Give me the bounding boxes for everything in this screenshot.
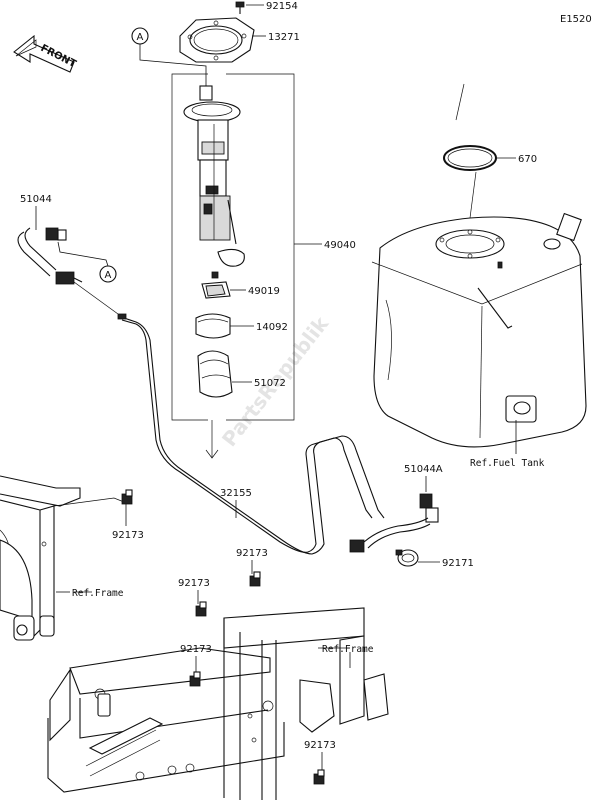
bolt-icon [235,1,245,14]
clip-icon [313,769,325,785]
pump-bracket [195,313,231,339]
pump-filter [201,271,231,299]
part-label-51072: 51072 [254,378,286,389]
clip-icon [249,571,261,587]
part-label-92173-e: 92173 [304,740,336,751]
clip-icon [189,671,201,687]
callout-a-left-label: A [105,270,112,281]
clip-icon [121,489,133,505]
part-label-92173-d: 92173 [180,644,212,655]
part-label-92173-c: 92173 [178,578,210,589]
part-label-92173-b: 92173 [236,548,268,559]
o-ring [443,145,497,171]
front-arrow-icon: FRONT [13,34,78,73]
gasket-plate [179,17,255,63]
callout-a-top-label: A [137,32,144,43]
fuel-pipe [73,281,385,555]
part-label-14092: 14092 [256,322,288,333]
part-label-49040: 49040 [324,240,356,251]
frame-bottom [47,607,389,800]
part-label-670: 670 [518,154,537,165]
part-label-49019: 49019 [248,286,280,297]
fuel-tank [371,212,587,448]
ref-label-frame-left: Ref.Frame [72,588,124,599]
part-label-51044: 51044 [20,194,52,205]
clip-icon [195,601,207,617]
hose-clamp [395,549,419,567]
part-label-13271: 13271 [268,32,300,43]
ref-label-fuel-tank: Ref.Fuel Tank [470,458,545,469]
part-label-92173-a: 92173 [112,530,144,541]
fuel-pump-assembly [183,85,245,267]
fuel-hose-left [17,227,83,285]
part-label-51044A: 51044A [404,464,443,475]
fuel-hose-right [349,493,439,553]
frame-left [0,475,125,641]
part-label-92171: 92171 [442,558,474,569]
part-label-32155: 32155 [220,488,252,499]
pump-holder [197,350,233,398]
ref-label-frame-right: Ref.Frame [322,644,374,655]
part-label-92154: 92154 [266,1,298,12]
callout-a-left [99,265,117,283]
diagram-code: E1520 [560,14,592,25]
